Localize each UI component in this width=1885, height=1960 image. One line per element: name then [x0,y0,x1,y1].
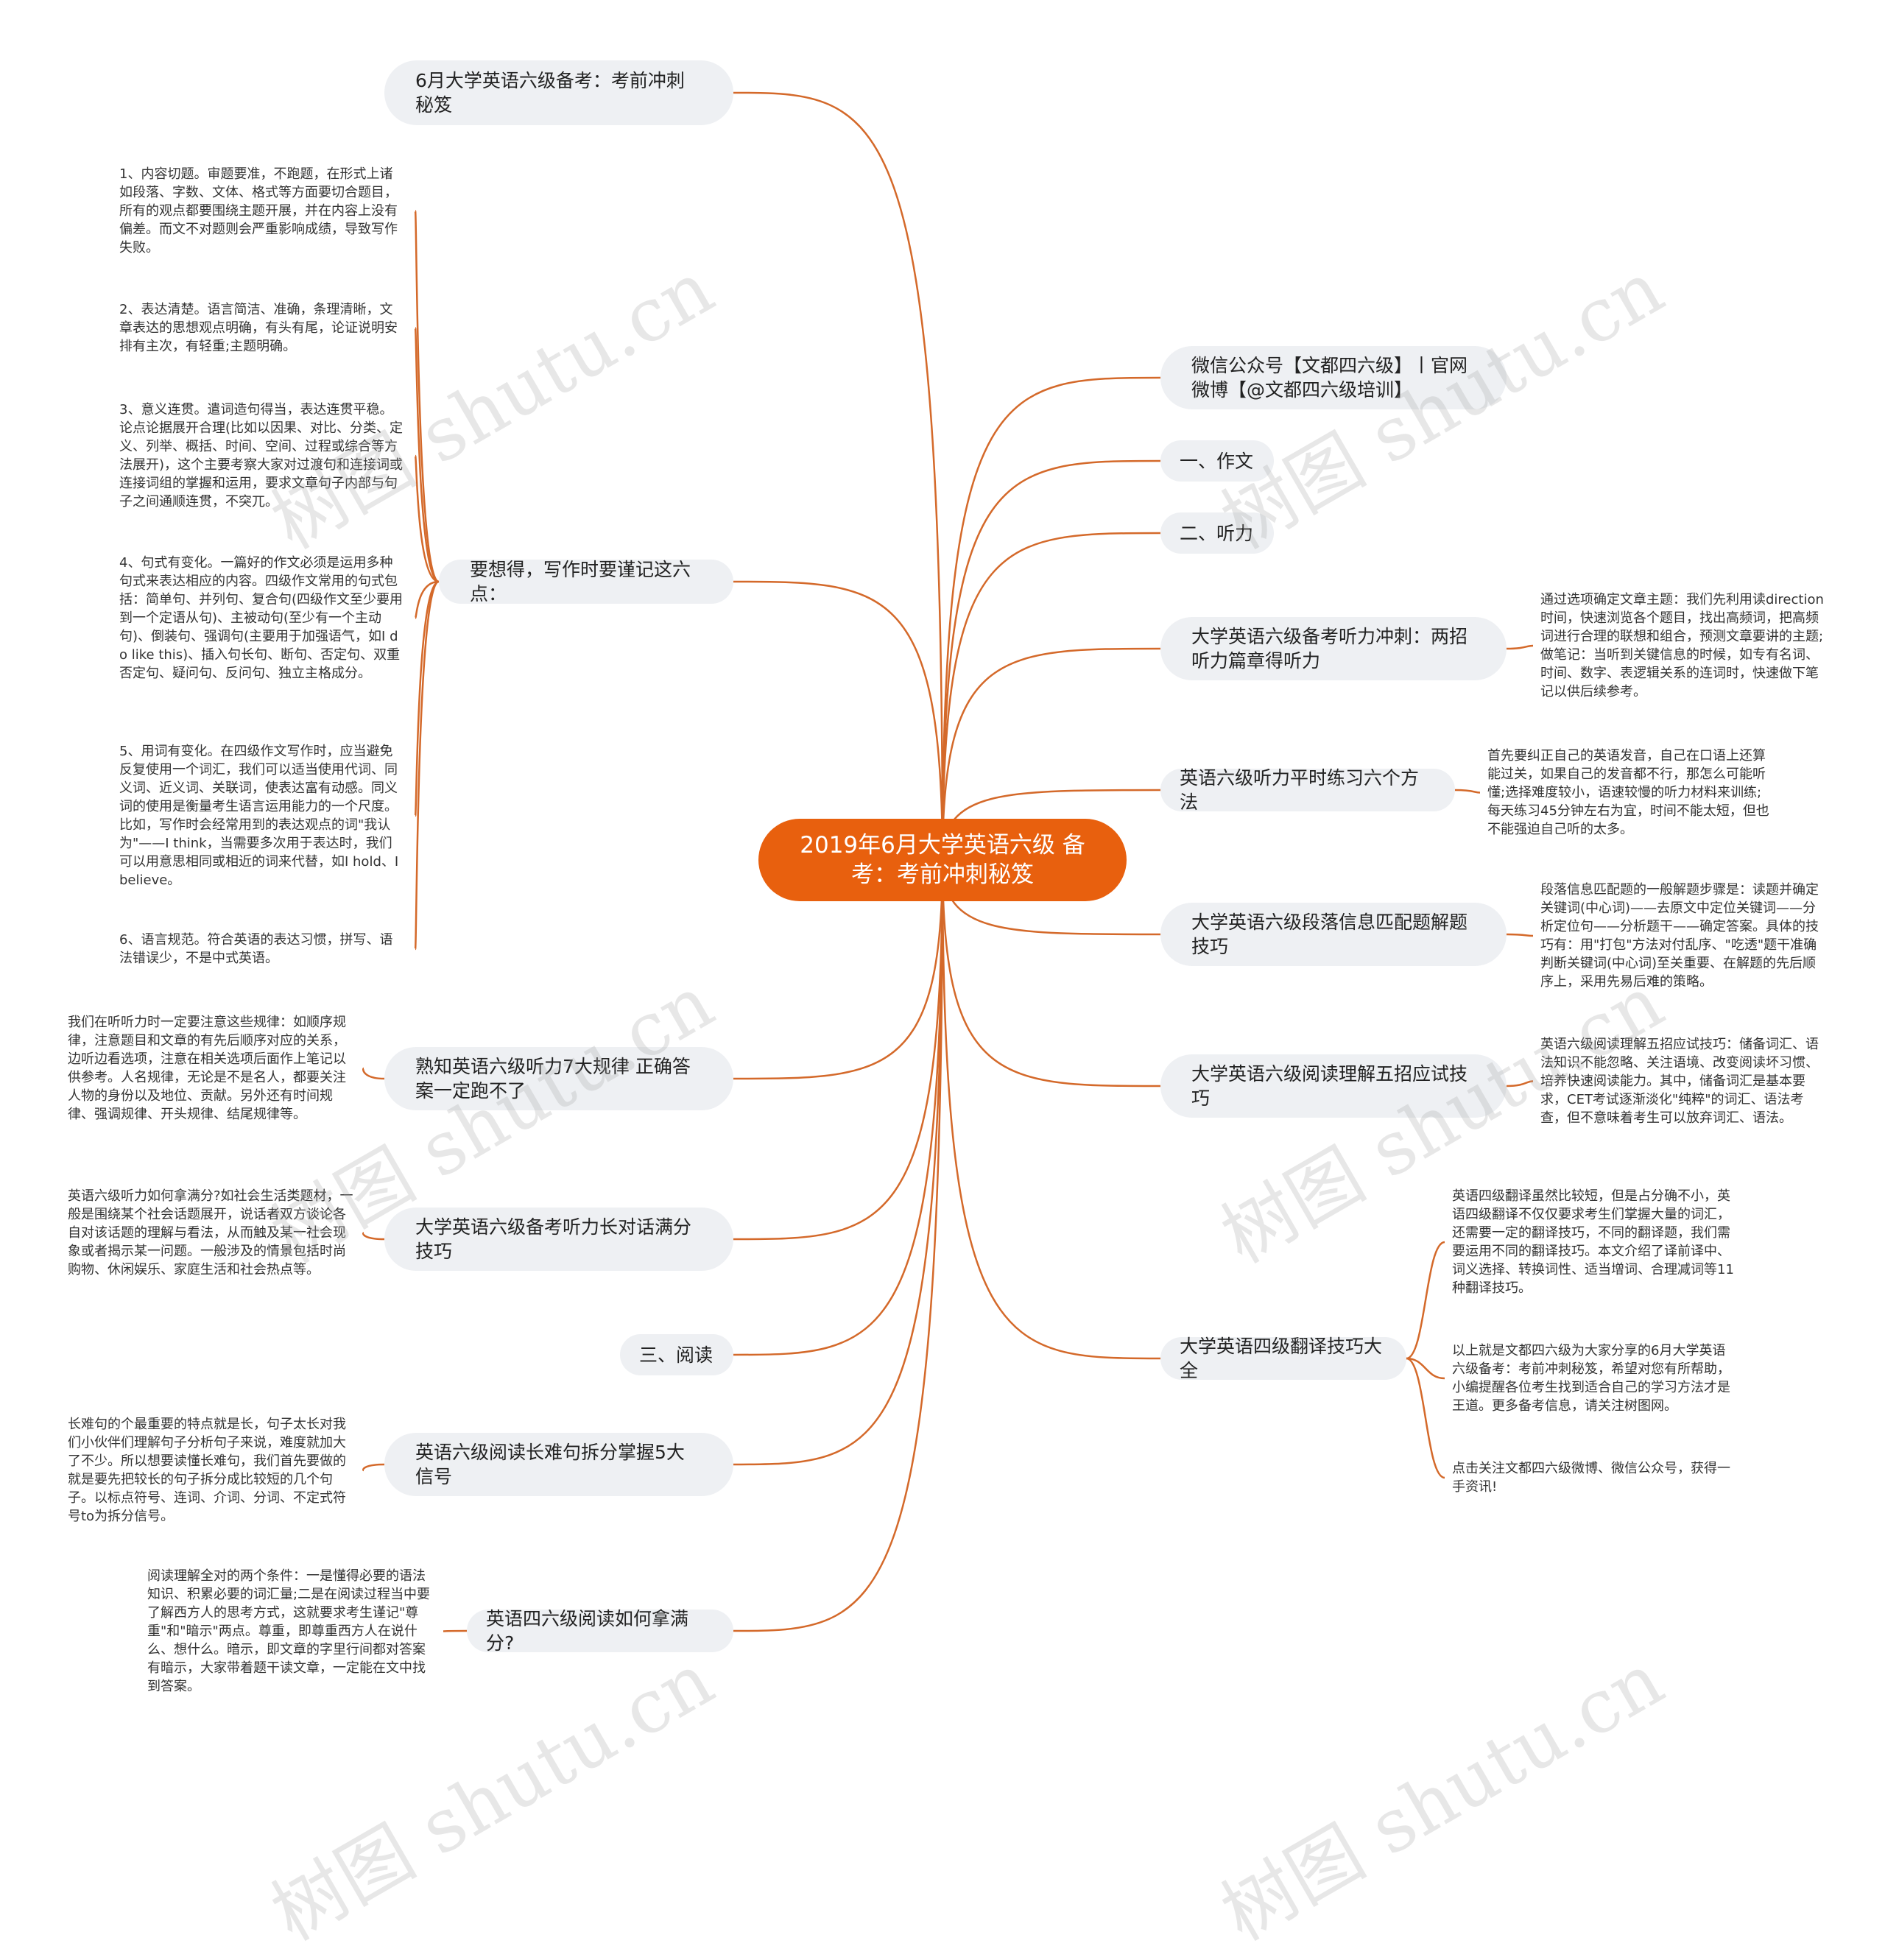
branch-connector [941,647,1161,861]
watermark: 树图 shutu.cn [1208,1636,1677,1958]
note-translation-3: 点击关注文都四六级微博、微信公众号，获得一手资讯! [1452,1461,1730,1495]
note-connector [414,454,440,583]
note-writing-3: 3、意义连贯。遣词造句得当，表达连贯平稳。论点论据展开合理(比如以因果、对比、分… [119,402,404,510]
note-connector [414,210,440,583]
mindmap-canvas: 2019年6月大学英语六级 备考：考前冲刺秘笈 6月大学英语六级备考：考前冲刺 … [68,60,1824,1957]
note-connector [1406,1241,1445,1360]
note-connector [362,1463,385,1472]
note-connector [1406,1357,1445,1479]
note-listening-rules: 我们在听听力时一定要注意这些规律：如顺序规律，注意题目和文章的有先后顺序对应的关… [68,1015,346,1122]
branch-long-dialogue[interactable]: 大学英语六级备考听力长对话满分 技巧 [384,1208,733,1271]
note-connector [414,580,440,817]
note-writing-2: 2、表达清楚。语言简洁、准确，条理清晰，文章表达的思想观点明确，有头有尾，论证说… [119,302,398,354]
note-connector [362,1067,385,1080]
note-writing-6: 6、语言规范。符合英语的表达习惯，拼写、语法错误少，不是中式英语。 [119,932,393,966]
branch-listening[interactable]: 二、听力 [1160,512,1274,554]
branch-connector [733,859,944,1466]
branch-paragraph-matching[interactable]: 大学英语六级段落信息匹配题解题 技巧 [1160,903,1507,966]
branch-connector [733,580,944,861]
note-long-sentences: 长难句的个最重要的特点就是长，句子太长对我们小伙伴们理解句子分析句子来说，难度就… [68,1417,346,1524]
branch-translation-tips[interactable]: 大学英语四级翻译技巧大全 [1160,1336,1406,1381]
branch-long-sentences[interactable]: 英语六级阅读长难句拆分掌握5大 信号 [384,1433,733,1496]
branch-connector [733,859,944,1080]
note-connector [1506,1080,1534,1087]
note-connector [414,580,440,619]
note-connector [1506,644,1534,650]
branch-connector [733,859,944,1632]
note-writing-5: 5、用词有变化。在四级作文写作时，应当避免反复使用一个词汇，我们可以适当使用代词… [119,744,399,888]
branch-wechat-weibo[interactable]: 微信公众号【文都四六级】丨官网 微博【@文都四六级培训】 [1160,346,1507,409]
watermark: 树图 shutu.cn [258,244,727,566]
branch-listening-practice[interactable]: 英语六级听力平时练习六个方法 [1160,767,1455,813]
central-topic[interactable]: 2019年6月大学英语六级 备考：考前冲刺秘笈 [758,819,1127,901]
note-listening-practice: 首先要纠正自己的英语发音，自己在口语上还算能过关，如果自己的发音都不行，那怎么可… [1487,748,1769,837]
note-writing-4: 4、句式有变化。一篇好的作文必须是运用多种句式来表达相应的内容。四级作文常用的句… [119,555,404,681]
note-reading-five-tips: 英语六级阅读理解五招应试技巧：储备词汇、语法知识不能忽略、关注语境、改变阅读坏习… [1540,1037,1819,1126]
branch-connector [941,859,1161,1087]
branch-writing[interactable]: 一、作文 [1160,440,1274,482]
note-paragraph-matching: 段落信息匹配题的一般解题步骤是：读题并确定关键词(中心词)——去原文中定位关键词… [1540,882,1819,990]
note-translation-2: 以上就是文都四六级为大家分享的6月大学英语六级备考：考前冲刺秘笈，希望对您有所帮… [1452,1343,1730,1414]
branch-reading-full-marks[interactable]: 英语四六级阅读如何拿满分? [467,1608,733,1654]
note-listening-sprint: 通过选项确定文章主题：我们先利用读direction时间，快速浏览各个题目，找出… [1540,592,1824,699]
note-reading-full-marks: 阅读理解全对的两个条件：一是懂得必要的语法知识、积累必要的词汇量;二是在阅读过程… [147,1568,431,1694]
branch-connector [941,459,1161,861]
branch-listening-sprint[interactable]: 大学英语六级备考听力冲刺：两招 听力篇章得听力 [1160,617,1507,680]
note-connector [443,1629,468,1632]
branch-final-sprint[interactable]: 6月大学英语六级备考：考前冲刺 秘笈 [384,60,733,125]
branch-writing-six-points[interactable]: 要想得，写作时要谨记这六点： [439,559,733,604]
branch-listening-seven-rules[interactable]: 熟知英语六级听力7大规律 正确答 案一定跑不了 [384,1047,733,1110]
note-long-dialogue: 英语六级听力如何拿满分?如社会生活类题材，一般是围绕某个社会话题展开，说话者双方… [68,1188,353,1277]
branch-connector [733,91,944,861]
branch-connector [941,376,1161,861]
note-writing-1: 1、内容切题。审题要准，不跑题，在形式上诸如段落、字数、文体、格式等方面要切合题… [119,166,398,255]
branch-connector [941,532,1161,861]
branch-connector [733,859,944,1356]
branch-reading[interactable]: 三、阅读 [620,1334,733,1375]
note-connector [1454,789,1481,794]
branch-connector [733,859,944,1241]
note-connector [414,327,440,583]
note-connector [1506,933,1534,937]
note-translation-1: 英语四级翻译虽然比较短，但是占分确不小，英语四级翻译不仅仅要求考生们掌握大量的词… [1452,1188,1734,1296]
branch-reading-five-tips[interactable]: 大学英语六级阅读理解五招应试技 巧 [1160,1054,1507,1118]
note-connector [362,1232,385,1241]
branch-connector [941,859,1161,1360]
note-connector [1406,1357,1445,1380]
note-connector [414,580,440,951]
